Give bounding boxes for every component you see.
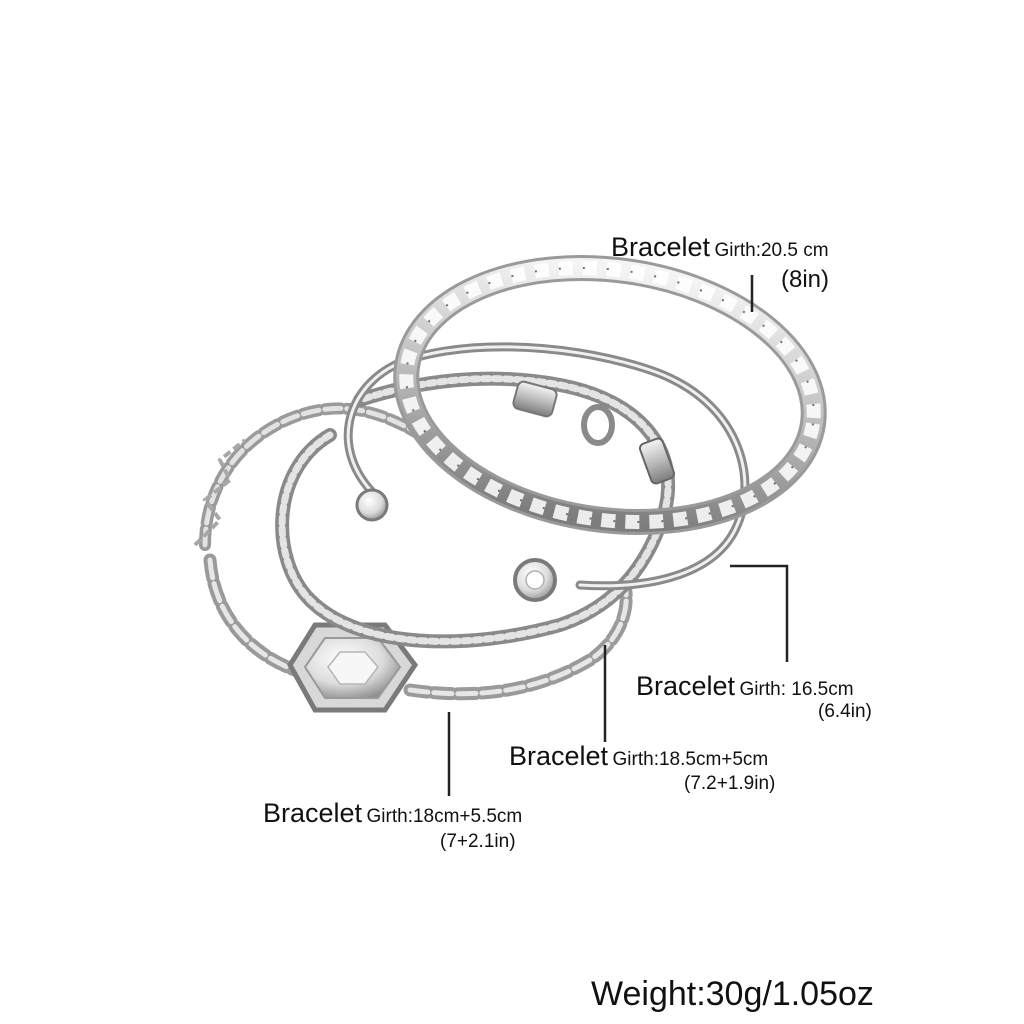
label-girth: Girth:18cm+5.5cm (366, 806, 523, 827)
label-rope-bracelet: Bracelet Girth:18.5cm+5cm (509, 743, 768, 770)
label-inches: (7+2.1in) (440, 831, 516, 852)
weight-text: Weight:30g/1.05oz (591, 975, 874, 1013)
label-name: Bracelet (636, 671, 736, 701)
label-name: Bracelet (611, 232, 711, 262)
label-chain-bracelet: Bracelet Girth:18cm+5.5cm (263, 800, 522, 827)
label-name: Bracelet (509, 741, 609, 771)
chain-bracelet-with-stone (193, 402, 633, 713)
label-inches: (7.2+1.9in) (684, 773, 776, 794)
label-cuff-bangle: Bracelet Girth: 16.5cm (636, 673, 854, 700)
label-girth: Girth: 16.5cm (739, 679, 854, 700)
label-name: Bracelet (263, 798, 363, 828)
label-girth: Girth:18.5cm+5cm (612, 749, 769, 770)
callout-lines (447, 275, 789, 796)
label-inches: (8in) (781, 266, 830, 293)
label-tennis-bracelet: Bracelet Girth:20.5 cm (611, 234, 829, 261)
open-cuff-bangle (343, 342, 750, 602)
label-girth: Girth:20.5 cm (714, 240, 829, 261)
tennis-bracelet (393, 254, 827, 536)
label-inches: (6.4in) (818, 701, 872, 722)
